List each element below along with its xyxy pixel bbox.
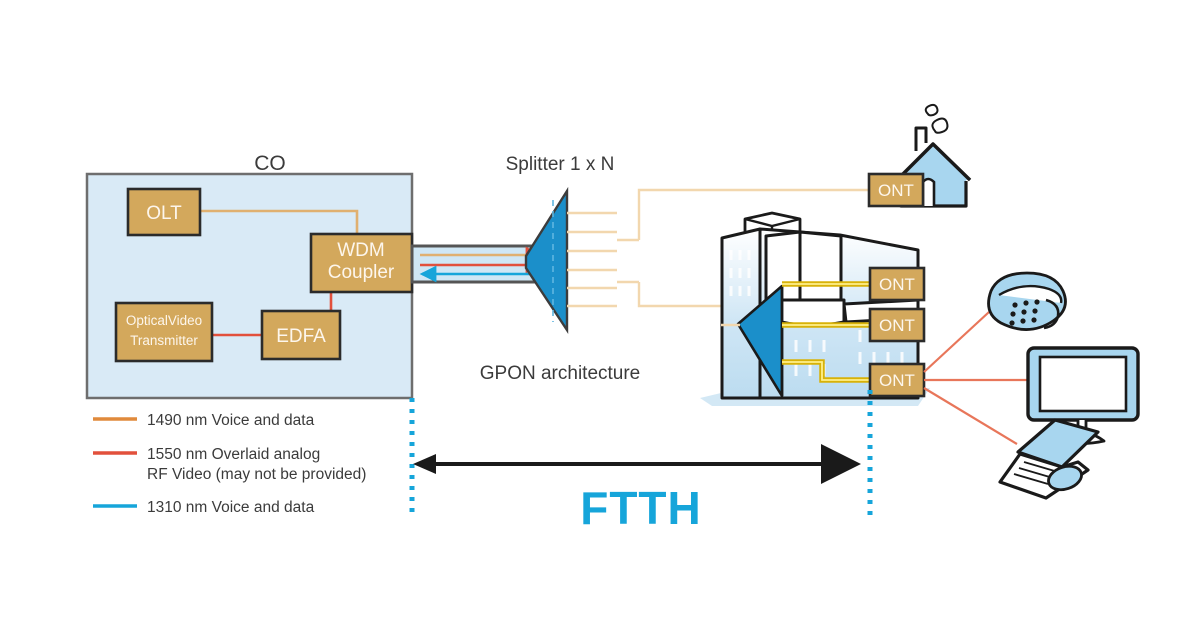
ont-building-3-box[interactable]: ONT (868, 362, 926, 398)
legend-label-1490: 1490 nm Voice and data (147, 412, 315, 429)
building-internal-fibers (721, 281, 872, 383)
telephone-icon (987, 271, 1067, 331)
wdm-label-line1: WDM (337, 240, 384, 261)
ont-building-1-box[interactable]: ONT (868, 266, 926, 302)
gpon-architecture-label: GPON architecture (480, 363, 641, 384)
ftth-span-guides (409, 390, 873, 519)
legend-item-1490: 1490 nm Voice and data (93, 412, 315, 429)
olt-block: OLT (126, 187, 202, 237)
legend-item-1310: 1310 nm Voice and data (93, 499, 315, 516)
ont-house-label: ONT (878, 181, 914, 200)
splitter-cone (524, 186, 569, 334)
ont-building-3-label: ONT (879, 371, 915, 390)
ovt-label-line1: OpticalVideo (126, 313, 202, 328)
ont-building-1-label: ONT (879, 275, 915, 294)
splitter-label: Splitter 1 x N (506, 154, 615, 175)
ovt-label-line2: Transmitter (130, 333, 198, 348)
legend: 1490 nm Voice and data 1550 nm Overlaid … (93, 412, 366, 516)
ont-building-2-label: ONT (879, 316, 915, 335)
edfa-label: EDFA (276, 326, 326, 347)
legend-label-1550-line1: 1550 nm Overlaid analog (147, 446, 320, 463)
legend-label-1550-line2: RF Video (may not be provided) (147, 466, 366, 483)
ftth-span-arrow (413, 444, 861, 484)
legend-item-1550: 1550 nm Overlaid analog RF Video (may no… (93, 446, 366, 483)
edfa-block: EDFA (260, 309, 342, 361)
co-label: CO (254, 152, 286, 175)
olt-label: OLT (146, 203, 182, 224)
laptop-icon (998, 418, 1100, 500)
customer-device-links (923, 311, 1028, 445)
ont-house-box[interactable]: ONT (867, 172, 925, 208)
ont-building-2-box[interactable]: ONT (868, 307, 926, 343)
legend-label-1310: 1310 nm Voice and data (147, 499, 315, 516)
co-internal-fibers (197, 209, 359, 337)
splitter-drop-fibers (567, 188, 869, 308)
wdm-label-line2: Coupler (328, 262, 395, 283)
ftth-span-label: FTTH (580, 482, 702, 534)
optical-video-transmitter-block: OpticalVideo Transmitter (114, 301, 214, 363)
wdm-coupler-block: WDM Coupler (309, 232, 414, 294)
